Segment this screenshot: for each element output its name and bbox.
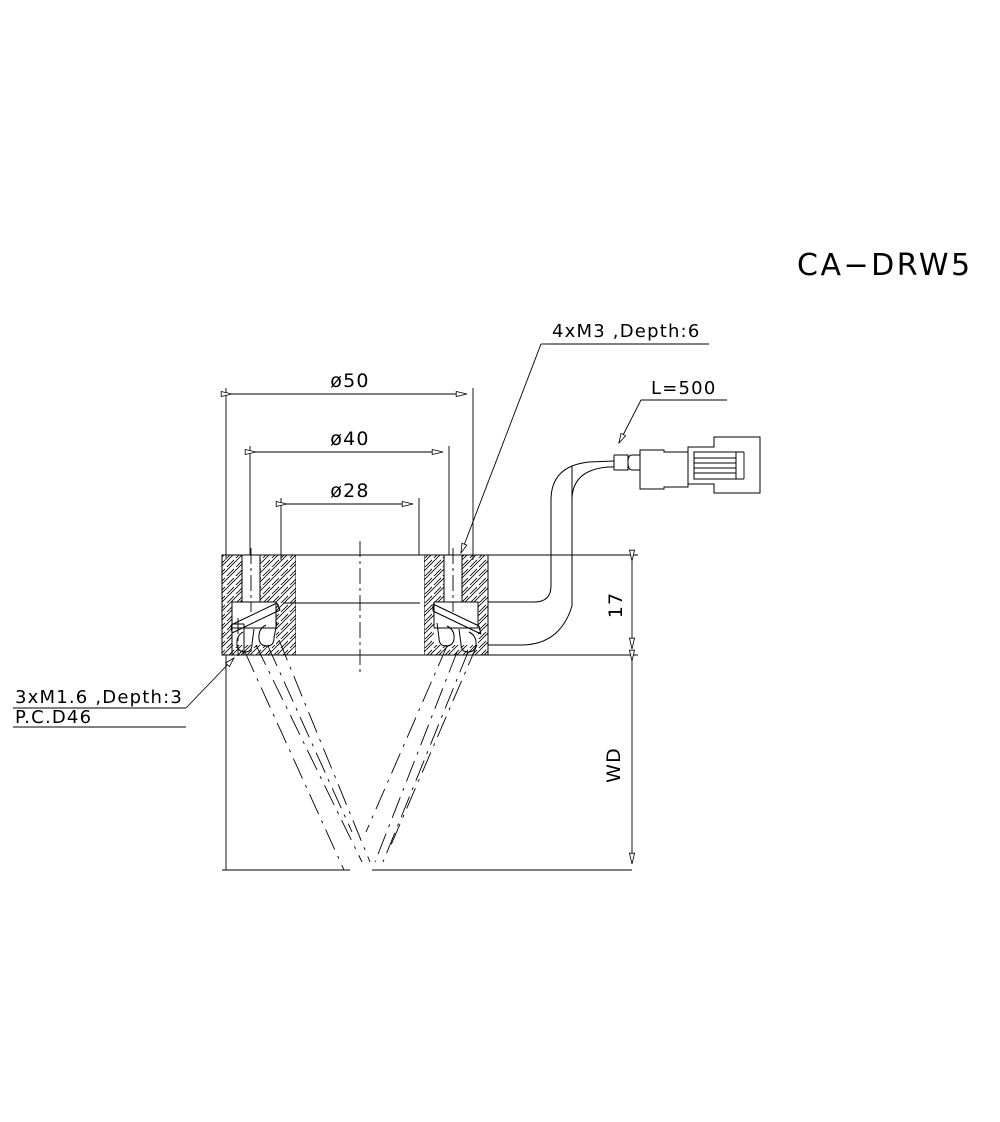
body-right-wall bbox=[424, 554, 488, 655]
dimension-label-working-distance: WD bbox=[603, 747, 625, 783]
dimension-label-inner-diameter: ø28 bbox=[330, 480, 369, 502]
cable-assembly bbox=[488, 437, 760, 645]
dimension-middle-diameter: ø40 bbox=[244, 428, 450, 560]
dimension-label-middle-diameter: ø40 bbox=[330, 428, 369, 450]
annotation-pitch-circle: P.C.D46 bbox=[15, 707, 92, 728]
leader-small-holes: 3xM1.6 ,Depth:3 P.C.D46 bbox=[13, 658, 234, 728]
leader-cable-length: L=500 bbox=[619, 378, 727, 443]
dimension-label-thickness: 17 bbox=[605, 592, 627, 619]
dimension-outer-diameter: ø50 bbox=[220, 370, 474, 560]
led-module-right bbox=[433, 548, 481, 652]
ring-light-body-section bbox=[222, 541, 488, 672]
led-module-left bbox=[231, 548, 280, 656]
dimension-inner-diameter: ø28 bbox=[275, 480, 420, 560]
annotation-mounting-holes: 4xM3 ,Depth:6 bbox=[552, 321, 700, 342]
drawing-title: CA−DRW5 bbox=[797, 248, 973, 283]
annotation-cable-length: L=500 bbox=[651, 378, 716, 399]
dimension-thickness: 17 bbox=[488, 549, 638, 656]
light-beam-cones bbox=[244, 639, 478, 871]
dimension-working-distance: WD bbox=[603, 649, 636, 865]
leader-mounting-holes: 4xM3 ,Depth:6 bbox=[461, 321, 709, 553]
annotation-small-holes: 3xM1.6 ,Depth:3 bbox=[15, 687, 183, 708]
dimension-label-outer-diameter: ø50 bbox=[330, 370, 369, 392]
